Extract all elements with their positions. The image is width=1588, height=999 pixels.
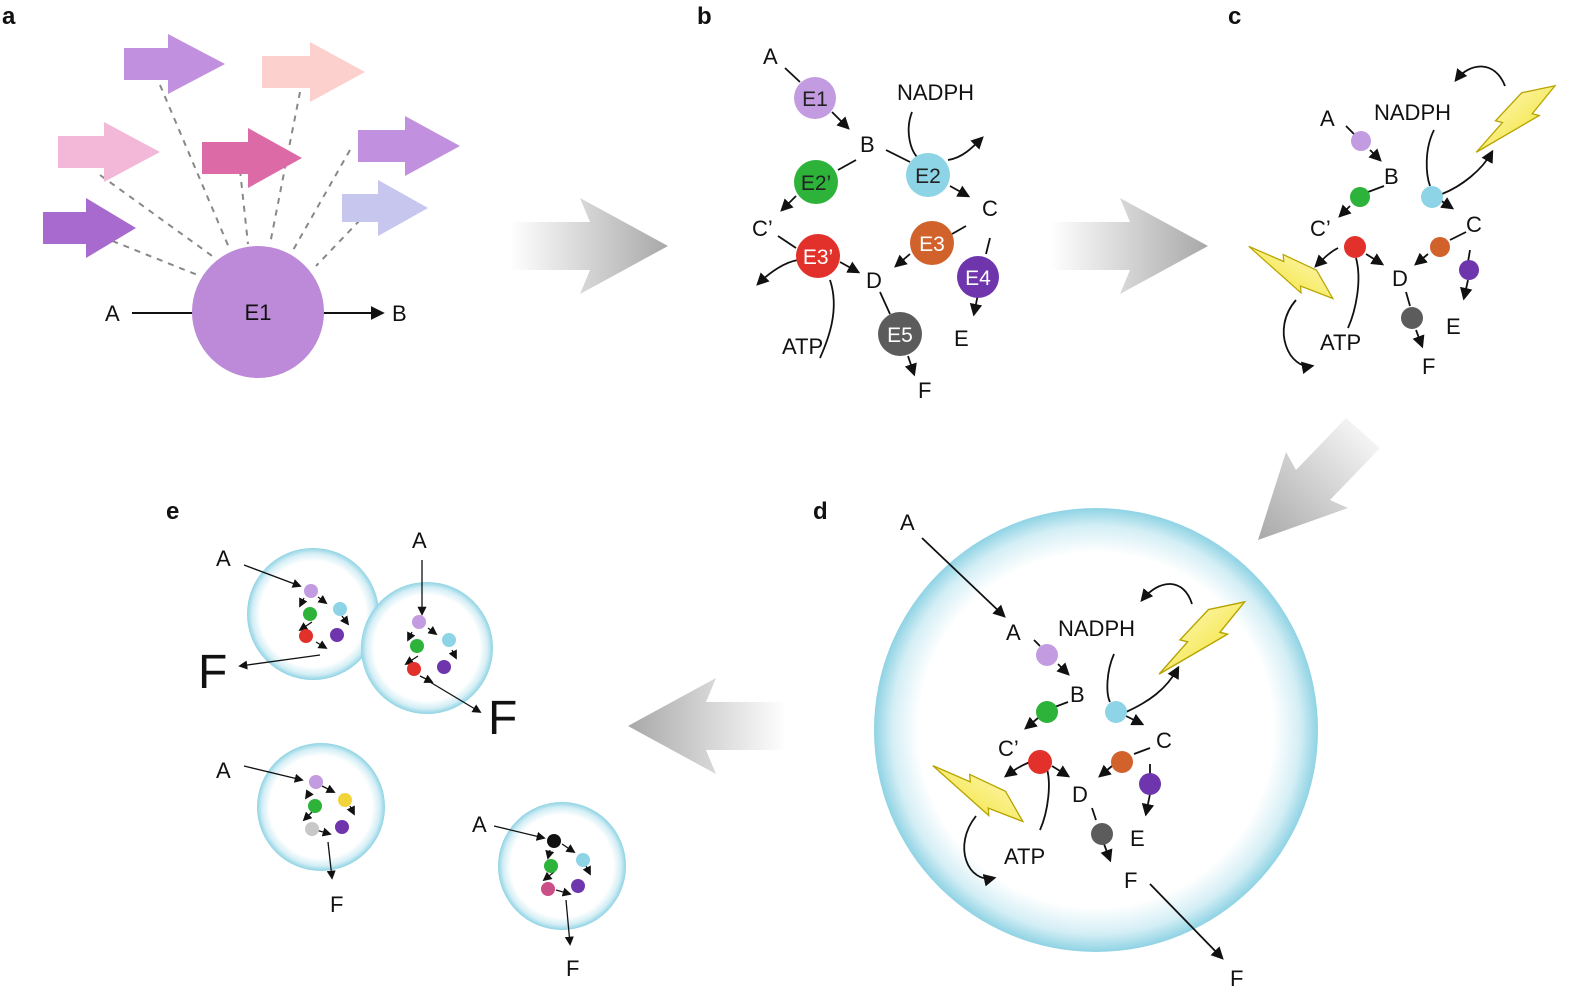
metabolite-c: C <box>1466 212 1482 237</box>
metabolite-nadph: NADPH <box>897 80 974 105</box>
enzyme-e2p-label: E2’ <box>801 172 831 195</box>
enzyme-e1-dot <box>1036 644 1058 666</box>
enzyme-e5 <box>878 312 922 356</box>
metabolite-nadph: NADPH <box>1058 616 1135 641</box>
panel-e-letter: e <box>166 498 179 525</box>
metabolite-a: A <box>1320 106 1335 131</box>
cell-2-output: F <box>488 692 517 745</box>
product-b: B <box>392 301 407 326</box>
metabolite-c-prime: C’ <box>998 736 1019 761</box>
metabolite-b: B <box>1070 682 1085 707</box>
panel-a-letter: a <box>2 3 16 30</box>
metabolite-a: A <box>1006 620 1021 645</box>
flow-arrow-cd <box>1258 418 1380 540</box>
enzyme-e1-dot <box>1351 131 1371 151</box>
enzyme-e5-dot <box>1091 823 1113 845</box>
enzyme-e2-dot <box>1421 186 1443 208</box>
panel-b: b E1 E2 E2’ E3 E3 <box>697 3 999 403</box>
metabolite-atp: ATP <box>782 334 823 359</box>
lightning-icon <box>1475 84 1556 154</box>
metabolite-atp: ATP <box>1004 844 1045 869</box>
cell-4-input: A <box>472 812 487 837</box>
panel-b-letter: b <box>697 3 712 30</box>
panel-c: c A NAD <box>1228 3 1556 379</box>
panel-d: d <box>813 498 1318 991</box>
enzyme-e3p-dot <box>1344 236 1366 258</box>
metabolite-e: E <box>1130 826 1145 851</box>
fat-arrows <box>43 34 460 258</box>
enzyme-e1 <box>794 77 836 119</box>
enzyme-e2p-dot <box>1036 701 1058 723</box>
enzyme-e4 <box>957 256 999 298</box>
metabolite-c: C <box>982 196 998 221</box>
enzyme-e2p <box>794 160 838 204</box>
enzyme-e4-label: E4 <box>965 267 991 290</box>
metabolite-d: D <box>1392 266 1408 291</box>
flow-arrow-bc <box>1050 198 1208 294</box>
panel-d-letter: d <box>813 498 828 525</box>
enzyme-label: E1 <box>245 300 272 325</box>
cell-3-output: F <box>330 892 343 917</box>
metabolite-d: D <box>866 268 882 293</box>
metabolite-nadph: NADPH <box>1374 100 1451 125</box>
enzyme-e3-dot <box>1430 237 1450 257</box>
metabolite-a: A <box>763 44 778 69</box>
enzyme-e4-dot <box>1459 260 1479 280</box>
cell-3: A F <box>216 743 385 917</box>
cell-1: A F <box>198 546 379 699</box>
metabolite-b: B <box>860 132 875 157</box>
arrow-shape <box>58 122 160 182</box>
enzyme-e1-label: E1 <box>802 88 828 111</box>
enzyme-e2-dot <box>1105 701 1127 723</box>
enzyme-e1-large <box>192 246 324 378</box>
cell-4: A F <box>472 802 626 981</box>
metabolite-b: B <box>1384 164 1399 189</box>
metabolite-d: D <box>1072 782 1088 807</box>
enzyme-e3p <box>796 234 840 278</box>
enzyme-e3 <box>910 221 954 265</box>
outside-f: F <box>1230 966 1243 991</box>
enzyme-e3p-dot <box>1028 750 1052 774</box>
metabolite-f: F <box>1124 868 1137 893</box>
arrow-shape <box>124 34 225 94</box>
enzyme-e3p-label: E3’ <box>803 246 833 269</box>
cell-2-input: A <box>412 528 427 553</box>
metabolite-e: E <box>1446 314 1461 339</box>
panel-c-letter: c <box>1228 3 1241 30</box>
enzyme-e5-label: E5 <box>887 324 913 347</box>
enzyme-e2-label: E2 <box>915 165 941 188</box>
metabolite-c: C <box>1156 728 1172 753</box>
metabolite-c-prime: C’ <box>752 216 773 241</box>
metabolite-e: E <box>954 326 969 351</box>
flow-arrow-ab <box>510 198 668 294</box>
cell-3-input: A <box>216 758 231 783</box>
cell-1-output: F <box>198 646 227 699</box>
arrow-shape <box>342 180 428 236</box>
flow-arrow-de <box>628 678 786 774</box>
cell-1-input: A <box>216 546 231 571</box>
enzyme-e2p-dot <box>1350 187 1370 207</box>
enzyme-e4-dot <box>1139 773 1161 795</box>
outside-a: A <box>900 510 915 535</box>
enzyme-e5-dot <box>1401 307 1423 329</box>
enzyme-e3-label: E3 <box>919 233 945 256</box>
substrate-a: A <box>105 301 120 326</box>
dashed-links <box>89 84 361 277</box>
metabolite-c-prime: C’ <box>1310 216 1331 241</box>
metabolite-f: F <box>1422 354 1435 379</box>
arrow-shape <box>358 116 460 176</box>
enzyme-e3-dot <box>1111 751 1133 773</box>
enzyme-e2 <box>906 153 950 197</box>
panel-e: e A F <box>166 498 626 981</box>
panel-a: a E1 A B <box>2 3 460 378</box>
cell-membrane <box>874 508 1318 952</box>
arrow-shape <box>262 42 365 102</box>
metabolite-f: F <box>918 378 931 403</box>
metabolite-atp: ATP <box>1320 330 1361 355</box>
arrow-shape <box>43 198 136 258</box>
cell-4-output: F <box>566 956 579 981</box>
arrow-shape <box>202 128 302 188</box>
cell-2: A F <box>361 528 517 745</box>
